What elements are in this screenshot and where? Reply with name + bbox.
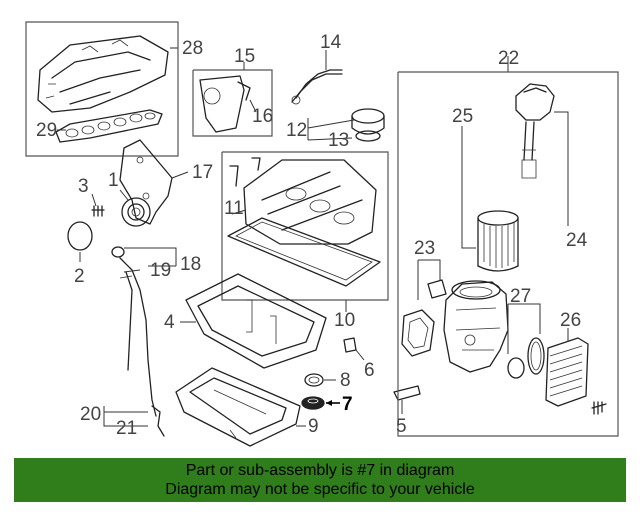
callout-3: 3 — [78, 176, 89, 197]
callout-29: 29 — [36, 120, 57, 141]
dipstick-group — [103, 246, 177, 437]
callout-26: 26 — [560, 310, 581, 331]
callout-7: 7 — [342, 394, 353, 415]
callout-1: 1 — [108, 170, 119, 191]
info-banner: Part or sub-assembly is #7 in diagram Di… — [14, 458, 626, 502]
callout-25: 25 — [452, 106, 473, 127]
callout-28: 28 — [182, 38, 203, 59]
callout-8: 8 — [340, 370, 351, 391]
callout-24: 24 — [566, 230, 588, 251]
banner-line-1: Part or sub-assembly is #7 in diagram — [185, 462, 455, 479]
callout-4: 4 — [164, 312, 175, 333]
oil-filter-group — [397, 56, 619, 437]
intake-manifold-group — [25, 21, 179, 157]
upper-oil-pan-4 — [180, 273, 327, 369]
drain-plug-parts — [301, 337, 365, 410]
callout-9: 9 — [308, 416, 319, 437]
callout-16: 16 — [252, 106, 273, 127]
callout-13: 13 — [328, 130, 349, 151]
callout-18: 18 — [180, 254, 201, 275]
valve-cover-group — [221, 151, 389, 312]
front-cover-group — [67, 139, 189, 262]
callout-10: 10 — [334, 310, 355, 331]
callout-14: 14 — [320, 32, 342, 53]
callout-23: 23 — [414, 238, 435, 259]
filler-cap-12-13 — [307, 108, 385, 142]
callout-12: 12 — [286, 120, 307, 141]
callout-17: 17 — [192, 162, 213, 183]
lower-oil-pan-9 — [175, 367, 306, 447]
callout-22: 22 — [498, 48, 519, 69]
bracket-5 — [393, 385, 421, 414]
timing-cover-group — [192, 62, 273, 137]
callout-11: 11 — [224, 198, 244, 219]
callout-labels: 1 2 3 4 5 6 7 8 9 10 11 12 13 14 15 16 1… — [36, 32, 588, 439]
callout-21: 21 — [116, 418, 137, 439]
parts-diagram: 1 2 3 4 5 6 7 8 9 10 11 12 13 14 15 16 1… — [25, 21, 619, 447]
callout-6: 6 — [364, 360, 375, 381]
callout-19: 19 — [150, 260, 171, 281]
callout-5: 5 — [396, 416, 407, 437]
callout-2: 2 — [74, 266, 85, 287]
banner-line-2: Diagram may not be specific to your vehi… — [165, 481, 475, 498]
callout-20: 20 — [80, 404, 101, 425]
hose-14 — [291, 50, 343, 105]
callout-15: 15 — [234, 46, 255, 67]
callout-27: 27 — [510, 286, 531, 307]
